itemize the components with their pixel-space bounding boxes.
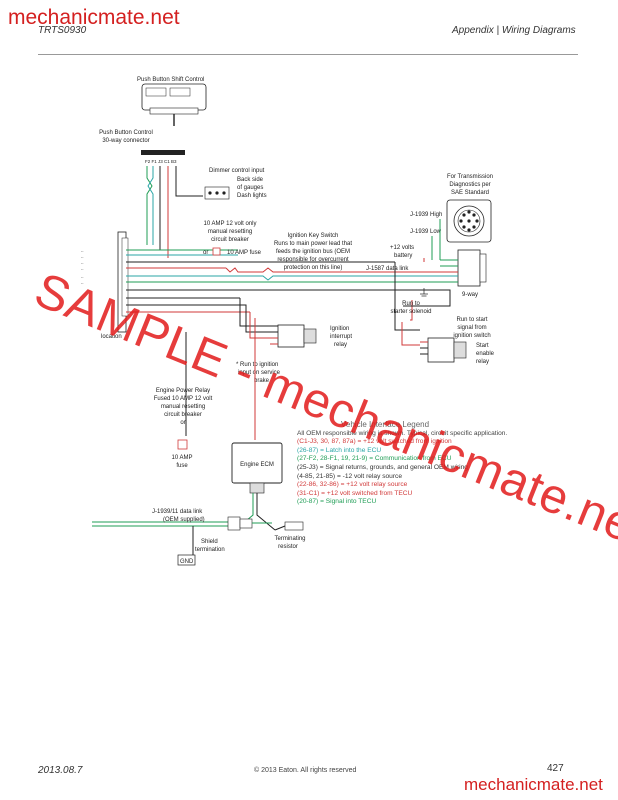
label-start-enable1: Start — [476, 343, 489, 349]
label-plus12-1: +12 volts — [390, 245, 414, 251]
legend-line-1: (C1-J3, 30, 87, 87a) = +12 volt switched… — [297, 438, 452, 446]
label-nine-way: 9-way — [462, 292, 478, 298]
label-ign-key5: protection on this line) — [284, 265, 343, 271]
diagnostics-connector — [446, 199, 492, 243]
label-trans-diag2: Diagnostics per — [449, 182, 490, 188]
label-fuse-text3: circuit breaker — [211, 237, 249, 243]
label-pins: F2 F1 J3 C1 B3 — [145, 159, 177, 164]
epr-fuse-symbol — [177, 439, 188, 450]
watermark-top: mechanicmate.net — [8, 6, 180, 29]
label-j1939-11a: J-1939/11 data link — [152, 509, 203, 515]
label-connector-line1: Push Button Control — [99, 130, 153, 136]
label-engine-ecm: Engine ECM — [240, 462, 274, 468]
label-trans-diag1: For Transmission — [447, 174, 493, 180]
svg-text:--: -- — [81, 281, 84, 285]
label-ign-interlock2: interrupt — [330, 334, 352, 340]
30-way-connector — [141, 150, 185, 155]
start-enable-relay — [420, 337, 467, 363]
label-push-button-shift-control: Push Button Shift Control — [137, 77, 204, 83]
label-connector-line2: 30-way connector — [102, 138, 149, 144]
legend-title: Vehicle Interface Legend — [341, 420, 430, 429]
label-shield2: termination — [195, 547, 225, 553]
label-ign-key2: Runs to main power lead that — [274, 241, 352, 247]
label-epr4: circuit breaker — [164, 412, 202, 418]
label-j1587: J-1587 data link — [366, 266, 409, 272]
footer-date: 2013.08.7 — [38, 765, 83, 776]
section-title: Appendix | Wiring Diagrams — [452, 25, 576, 36]
push-button-shift-control — [141, 83, 207, 126]
label-epr7: fuse — [176, 463, 188, 469]
label-trans-diag3: SAE Standard — [451, 190, 489, 196]
legend-intro: All OEM responsible wiring is shown. Typ… — [297, 429, 508, 437]
label-ign-key4: responsible for overcurrent — [277, 257, 349, 263]
label-ign-interlock1: Ignition — [330, 326, 349, 332]
label-epr5: or — [180, 420, 185, 426]
document-code: TRTS0930 — [38, 25, 87, 36]
label-start-enable2: enable — [476, 351, 495, 357]
label-gnd: GND — [180, 559, 194, 565]
label-term2: resistor — [278, 544, 298, 550]
svg-text:--: -- — [81, 275, 84, 279]
label-run-start3: ignition switch — [453, 333, 490, 339]
watermark-bottom: mechanicmate.net — [464, 775, 603, 794]
label-run-ignition2: input on service — [238, 370, 281, 376]
svg-text:--: -- — [81, 255, 84, 259]
label-run-start2: signal from — [457, 325, 486, 331]
legend-line-6: (22-86, 32-86) = +12 volt relay source — [297, 481, 408, 489]
label-location: location — [101, 334, 122, 340]
header-divider — [38, 54, 578, 55]
label-start-enable3: relay — [476, 359, 489, 365]
label-epr3: manual resetting — [161, 404, 205, 410]
label-fuse-text1: 10 AMP 12 volt only — [204, 221, 257, 227]
svg-text:--: -- — [81, 267, 84, 271]
label-back-side1: Back side — [237, 177, 264, 183]
ground-box — [177, 554, 196, 566]
legend-line-3: (27-F2, 28-F1, 19, 21-9) = Communication… — [297, 455, 452, 463]
label-run-starter1: Run to — [402, 301, 420, 307]
label-fuse-text2: manual resetting — [208, 229, 252, 235]
label-term1: Terminating — [274, 536, 305, 542]
legend-line-7: (31-C1) = +12 volt switched from TECU — [297, 489, 413, 497]
label-epr1: Engine Power Relay — [156, 388, 210, 394]
9-way-connector — [440, 249, 487, 287]
label-fuse-or: or — [203, 250, 208, 256]
terminating-resistor — [284, 521, 304, 531]
label-ign-key3: feeds the ignition bus (OEM — [276, 249, 350, 255]
label-ign-interlock3: relay — [334, 342, 347, 348]
label-run-start1: Run to start — [456, 317, 487, 323]
label-epr6: 10 AMP — [171, 455, 192, 461]
label-fuse-10amp: 10 AMP fuse — [227, 250, 262, 256]
legend-line-4: (25-J3) = Signal returns, grounds, and g… — [297, 463, 468, 471]
svg-text:--: -- — [81, 261, 84, 265]
ignition-interrupt-relay — [239, 298, 317, 348]
page-number: 427 — [547, 763, 564, 774]
label-run-starter2: starter solenoid — [390, 309, 431, 315]
label-run-ignition1: * Run to ignition — [236, 362, 278, 368]
label-dash-lights: Dash lights — [237, 193, 267, 199]
label-run-ignition3: brake — [254, 378, 270, 384]
label-plus12-2: battery — [394, 253, 412, 259]
label-ign-key1: Ignition Key Switch — [288, 233, 339, 239]
label-dimmer: Dimmer control input — [209, 168, 265, 174]
label-j1939-11b: (OEM supplied) — [163, 517, 205, 523]
label-epr2: Fused 10 AMP 12 volt — [154, 396, 213, 402]
label-shield1: Shield — [201, 539, 218, 545]
legend-line-8: (20-87) = Signal into TECU — [297, 498, 377, 506]
legend-line-2: (26-87) = Latch into the ECU — [297, 446, 382, 454]
legend-line-5: (4-85, 21-85) = -12 volt relay source — [297, 472, 403, 480]
fuse-symbol — [212, 247, 221, 256]
label-back-side2: of gauges — [237, 185, 263, 191]
svg-text:--: -- — [81, 249, 84, 253]
label-j1939-low: J-1939 Low — [410, 229, 442, 235]
label-j1939-high: J-1939 High — [410, 212, 442, 218]
vehicle-interface-legend: Vehicle Interface Legend All OEM respons… — [297, 420, 527, 507]
footer-copyright: © 2013 Eaton. All rights reserved — [254, 767, 357, 774]
